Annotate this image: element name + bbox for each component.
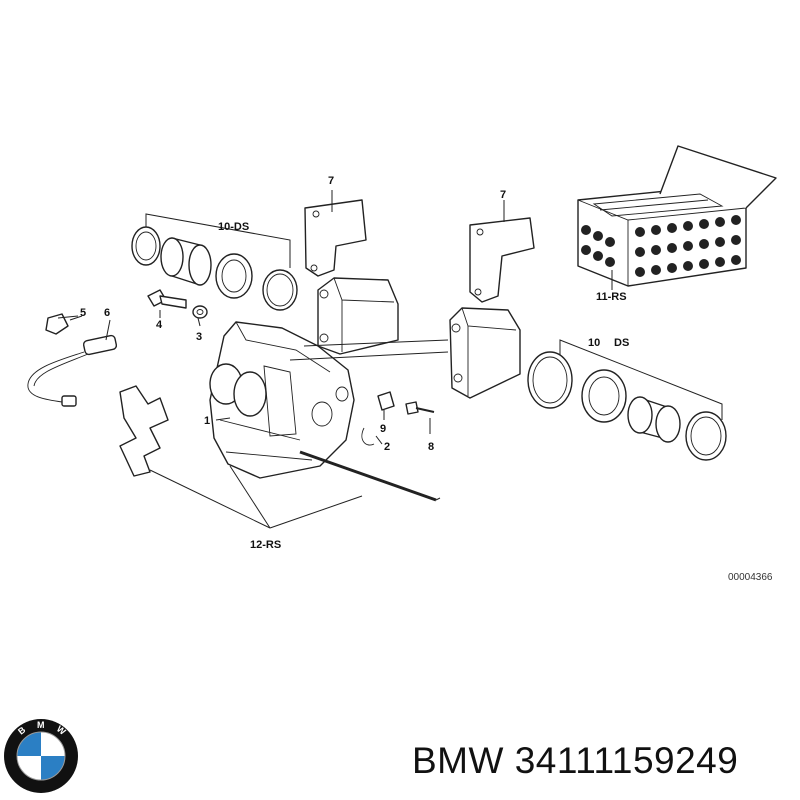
piston-seal-kit-right xyxy=(527,339,727,461)
brake-pad-right xyxy=(449,307,521,399)
diagram-code: 00004366 xyxy=(728,572,773,583)
callout-7-right: 7 xyxy=(500,189,506,201)
callout-2: 2 xyxy=(384,441,390,453)
part-caption: BMW 34111159249 xyxy=(412,740,738,782)
callout-5: 5 xyxy=(80,307,86,319)
callout-ds-right: DS xyxy=(614,337,629,349)
callout-6: 6 xyxy=(104,307,110,319)
callout-7-left: 7 xyxy=(328,175,334,187)
pad-spring-bracket-right xyxy=(469,200,535,303)
bolt-and-washer xyxy=(147,289,208,319)
bleeder-cap xyxy=(377,391,395,411)
spring-clip xyxy=(361,427,375,446)
piston-seal-kit-left xyxy=(131,213,298,311)
retaining-pin xyxy=(299,450,441,502)
callout-10-right: 10 xyxy=(588,337,600,349)
part-number: 34111159249 xyxy=(514,740,739,781)
callout-11-rs: 11-RS xyxy=(596,291,627,303)
callout-1: 1 xyxy=(204,415,210,427)
callout-8: 8 xyxy=(428,441,434,453)
box-dot-pattern xyxy=(581,215,741,277)
callout-10-ds-left: 10-DS xyxy=(218,221,249,233)
retaining-spring xyxy=(119,385,169,477)
callout-4: 4 xyxy=(156,319,163,331)
caliper-body xyxy=(209,321,355,479)
callout-3: 3 xyxy=(196,331,202,343)
leader-lines xyxy=(69,270,613,529)
bleeder-screw xyxy=(405,401,435,415)
brake-pad-left xyxy=(317,277,399,355)
svg-text:B: B xyxy=(16,724,28,736)
brand-name: BMW xyxy=(412,740,504,781)
brake-pad-box xyxy=(577,145,777,287)
svg-text:M: M xyxy=(37,720,45,730)
bmw-logo: B M W xyxy=(4,719,78,793)
callout-9: 9 xyxy=(380,423,386,435)
callout-12-rs: 12-RS xyxy=(250,539,281,551)
wear-sensor xyxy=(27,313,118,407)
pad-spring-bracket-left xyxy=(304,190,367,277)
